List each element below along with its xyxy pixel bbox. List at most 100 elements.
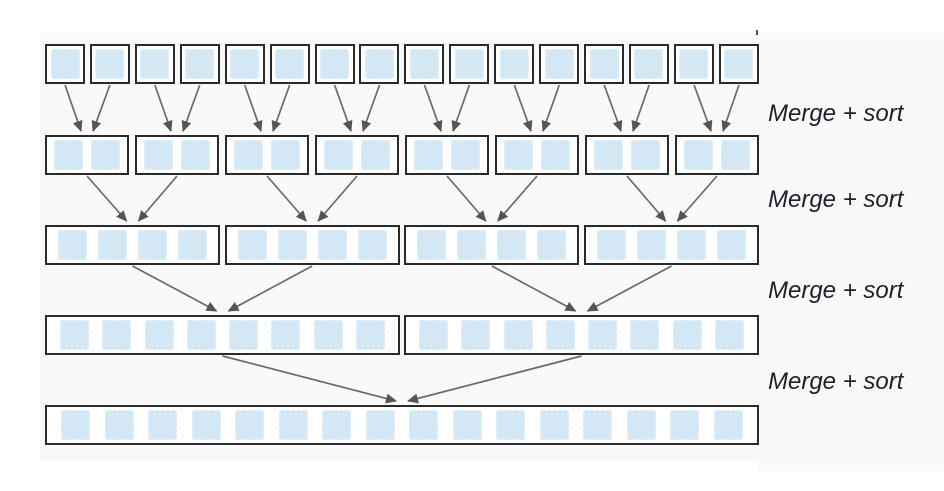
array-cell (185, 49, 215, 79)
array-box (584, 44, 625, 84)
array-cell (545, 320, 575, 350)
merge-level-1 (45, 44, 759, 84)
array-cell (275, 49, 305, 79)
array-cell (589, 49, 619, 79)
array-box (449, 44, 490, 84)
array-box (225, 135, 309, 175)
array-cell (230, 49, 260, 79)
array-box (404, 44, 445, 84)
array-cell (419, 320, 449, 350)
array-box (89, 44, 130, 84)
array-cell (54, 140, 84, 170)
array-box (494, 44, 535, 84)
array-cell (365, 410, 395, 440)
array-cell (322, 410, 352, 440)
array-cell (499, 49, 529, 79)
array-cell (539, 410, 569, 440)
array-cell (414, 140, 444, 170)
merge-sort-label-1: Merge + sort (768, 100, 904, 127)
array-cell (144, 320, 174, 350)
array-cell (148, 410, 178, 440)
array-cell (278, 410, 308, 440)
array-cell (670, 410, 700, 440)
array-box (269, 44, 310, 84)
array-box (585, 135, 669, 175)
diagram-background-panel-extension (758, 460, 944, 471)
array-cell (98, 230, 127, 260)
array-cell (178, 230, 207, 260)
array-cell (594, 140, 624, 170)
merge-level-4 (45, 315, 759, 355)
array-cell (138, 230, 167, 260)
array-cell (90, 140, 120, 170)
array-cell (104, 410, 134, 440)
array-cell (630, 320, 660, 350)
array-box (539, 44, 580, 84)
array-box (583, 225, 759, 265)
array-cell (714, 320, 744, 350)
array-box (359, 44, 400, 84)
array-box (675, 135, 759, 175)
array-cell (679, 49, 709, 79)
array-cell (452, 410, 482, 440)
array-cell (95, 49, 125, 79)
merge-sort-label-2: Merge + sort (768, 186, 904, 213)
array-box (404, 315, 759, 355)
array-cell (144, 140, 174, 170)
merge-level-3 (45, 225, 759, 265)
array-cell (583, 410, 613, 440)
array-cell (497, 230, 527, 260)
array-cell (360, 140, 390, 170)
array-box (45, 405, 759, 445)
array-cell (58, 230, 87, 260)
array-cell (324, 140, 354, 170)
array-box (628, 44, 669, 84)
merge-sort-label-3: Merge + sort (768, 277, 904, 304)
array-cell (450, 140, 480, 170)
array-cell (277, 230, 307, 260)
array-box (135, 135, 219, 175)
array-box (179, 44, 220, 84)
array-cell (684, 140, 714, 170)
array-cell (237, 230, 267, 260)
array-cell (630, 140, 660, 170)
array-cell (672, 320, 702, 350)
array-box (45, 44, 85, 84)
array-cell (50, 49, 80, 79)
array-cell (61, 410, 91, 440)
array-cell (409, 49, 439, 79)
array-box (45, 135, 129, 175)
array-cell (364, 49, 394, 79)
array-box (673, 44, 714, 84)
array-cell (140, 49, 170, 79)
array-box (405, 135, 489, 175)
merge-level-5 (45, 405, 759, 445)
array-cell (235, 410, 265, 440)
array-cell (540, 140, 570, 170)
array-cell (634, 49, 664, 79)
array-cell (596, 230, 626, 260)
screenshot-artifact-speck (756, 30, 758, 35)
array-cell (317, 230, 347, 260)
array-cell (461, 320, 491, 350)
array-cell (496, 410, 526, 440)
array-cell (720, 140, 750, 170)
array-box (134, 44, 175, 84)
array-cell (234, 140, 264, 170)
array-box (314, 44, 355, 84)
array-cell (588, 320, 618, 350)
array-cell (504, 140, 534, 170)
array-cell (229, 320, 259, 350)
array-box (45, 225, 220, 265)
array-cell (724, 49, 754, 79)
array-box (718, 44, 759, 84)
array-cell (454, 49, 484, 79)
array-box (404, 225, 580, 265)
array-cell (102, 320, 132, 350)
array-cell (457, 230, 487, 260)
array-cell (626, 410, 656, 440)
array-cell (355, 320, 385, 350)
array-cell (537, 230, 567, 260)
